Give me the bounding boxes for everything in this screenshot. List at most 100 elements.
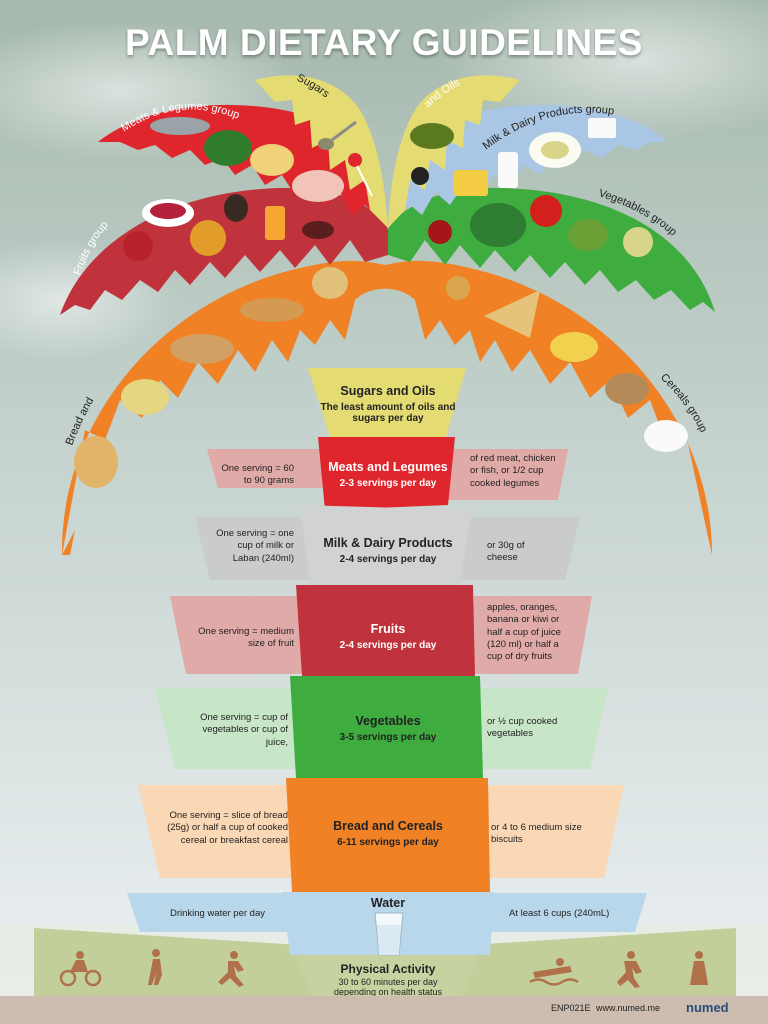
page-title: PALM DIETARY GUIDELINES bbox=[125, 22, 643, 63]
manakish-icon bbox=[484, 290, 540, 338]
noodles-icon bbox=[312, 267, 348, 299]
tier-activity: Physical Activity 30 to 60 minutes per d… bbox=[318, 962, 458, 998]
beans-icon bbox=[250, 144, 294, 176]
walking-icon bbox=[148, 949, 162, 985]
trunk-fruits bbox=[296, 585, 475, 676]
tier-meats-right: of red meat, chicken or fish, or 1/2 cup… bbox=[470, 453, 556, 489]
tier-subtitle: 30 to 60 minutes per day depending on he… bbox=[333, 977, 443, 998]
tier-fruits-left: One serving = medium size of fruit bbox=[198, 626, 294, 650]
band-water-left bbox=[127, 893, 292, 932]
trunk-milk bbox=[300, 505, 472, 585]
lollipop-icon bbox=[348, 153, 362, 167]
dates-icon bbox=[224, 194, 248, 222]
tier-bread: Bread and Cereals 6-11 servings per day bbox=[312, 819, 464, 848]
footer-code: ENP021E bbox=[551, 1003, 591, 1013]
band-bread-left bbox=[138, 785, 296, 878]
tier-title: Sugars and Oils bbox=[340, 384, 436, 398]
tier-vegetables: Vegetables 3-5 servings per day bbox=[318, 714, 458, 743]
beans-green-icon bbox=[568, 219, 608, 251]
juice-glass-icon bbox=[265, 206, 285, 240]
food-illustrations bbox=[74, 117, 688, 488]
jogging-icon bbox=[617, 951, 642, 988]
band-meats-right bbox=[436, 449, 568, 500]
band-milk-right bbox=[456, 517, 580, 580]
tier-subtitle: 6-11 servings per day bbox=[337, 837, 439, 848]
milk-glass-icon bbox=[498, 152, 518, 188]
band-meats-left bbox=[207, 449, 335, 488]
tier-title: Bread and Cereals bbox=[333, 819, 443, 833]
butter-icon bbox=[454, 170, 488, 196]
tier-milk-right: or 30g of cheese bbox=[487, 540, 525, 564]
tier-subtitle: The least amount of oils and sugars per … bbox=[320, 402, 456, 424]
trunk-activity bbox=[296, 955, 478, 996]
tier-subtitle: 2-4 servings per day bbox=[339, 554, 437, 565]
oils-leaf bbox=[388, 75, 520, 229]
sugars-leaf bbox=[255, 75, 388, 229]
standing-person-icon bbox=[690, 951, 708, 985]
swimming-icon bbox=[529, 958, 579, 986]
activity-icons bbox=[59, 949, 708, 988]
running-icon bbox=[218, 951, 244, 987]
tier-subtitle: 3-5 servings per day bbox=[339, 732, 437, 743]
bicycle-icon bbox=[59, 951, 102, 987]
band-veg-left bbox=[155, 688, 300, 769]
band-fruits-left bbox=[170, 596, 304, 674]
tier-milk: Milk & Dairy Products 2-4 servings per d… bbox=[312, 536, 464, 565]
tier-subtitle: 2-3 servings per day bbox=[339, 478, 437, 489]
tier-meats: Meats and Legumes 2-3 servings per day bbox=[318, 460, 458, 489]
cereal-icon bbox=[121, 379, 169, 415]
tier-fruits-right: apples, oranges, banana or kiwi or half … bbox=[487, 602, 561, 663]
pita-icon bbox=[170, 334, 234, 364]
tier-title: Milk & Dairy Products bbox=[323, 536, 453, 550]
tier-vegetables-left: One serving = cup of vegetables or cup o… bbox=[200, 712, 288, 748]
peas-icon bbox=[204, 130, 252, 166]
band-water-right bbox=[480, 893, 647, 932]
rice-icon bbox=[644, 420, 688, 452]
tomato-icon bbox=[530, 195, 562, 227]
trunk-sugars bbox=[308, 368, 466, 437]
bread-cereals-leaf bbox=[61, 260, 713, 555]
tier-title: Vegetables bbox=[355, 714, 421, 728]
band-fruits-right bbox=[470, 596, 592, 674]
tier-milk-left: One serving = one cup of milk or Laban (… bbox=[216, 528, 294, 564]
tier-bread-right: or 4 to 6 medium size biscuits bbox=[491, 822, 582, 846]
spoon-icon bbox=[318, 138, 334, 150]
bread-loaf-icon bbox=[240, 298, 304, 322]
nuts-icon bbox=[446, 276, 470, 300]
broccoli-icon bbox=[470, 203, 526, 247]
tier-water-right: At least 6 cups (240mL) bbox=[509, 908, 610, 919]
numed-logo: numed bbox=[686, 1000, 729, 1015]
apple-icon bbox=[123, 231, 153, 261]
avocado-icon bbox=[410, 123, 454, 149]
tier-bread-left: One serving = slice of bread (25g) or ha… bbox=[167, 810, 288, 846]
grains-icon bbox=[605, 373, 649, 405]
meat-icon bbox=[292, 170, 344, 202]
radish-icon bbox=[428, 220, 452, 244]
band-veg-right bbox=[474, 688, 608, 769]
tier-water-left: Drinking water per day bbox=[169, 908, 265, 919]
tier-meats-left: One serving = 60 to 90 grams bbox=[221, 463, 294, 487]
pita2-icon bbox=[74, 436, 118, 488]
footer-url[interactable]: www.numed.me bbox=[596, 1003, 661, 1013]
olives-icon bbox=[411, 167, 429, 185]
tier-title: Physical Activity bbox=[340, 962, 436, 976]
water-glass-icon bbox=[374, 912, 404, 956]
activity-ground-left bbox=[34, 928, 330, 996]
tier-fruits: Fruits 2-4 servings per day bbox=[318, 622, 458, 651]
tier-vegetables-right: or ½ cup cooked vegetables bbox=[487, 716, 558, 740]
fruits-leaf bbox=[60, 187, 388, 315]
tier-title: Fruits bbox=[370, 622, 406, 636]
trunk-meats bbox=[318, 437, 455, 510]
activity-ground-right bbox=[440, 928, 736, 996]
trunk-vegetables bbox=[290, 676, 483, 778]
vegetables-leaf bbox=[388, 187, 715, 312]
dates2-icon bbox=[302, 221, 334, 239]
cheese-icon bbox=[588, 118, 616, 138]
footer-bar bbox=[0, 996, 768, 1024]
trunk-bread bbox=[286, 778, 490, 892]
sprouts-icon bbox=[623, 227, 653, 257]
potato-icon bbox=[550, 332, 598, 362]
tier-sugars: Sugars and Oils The least amount of oils… bbox=[318, 384, 458, 424]
tier-water: Water bbox=[340, 896, 436, 910]
